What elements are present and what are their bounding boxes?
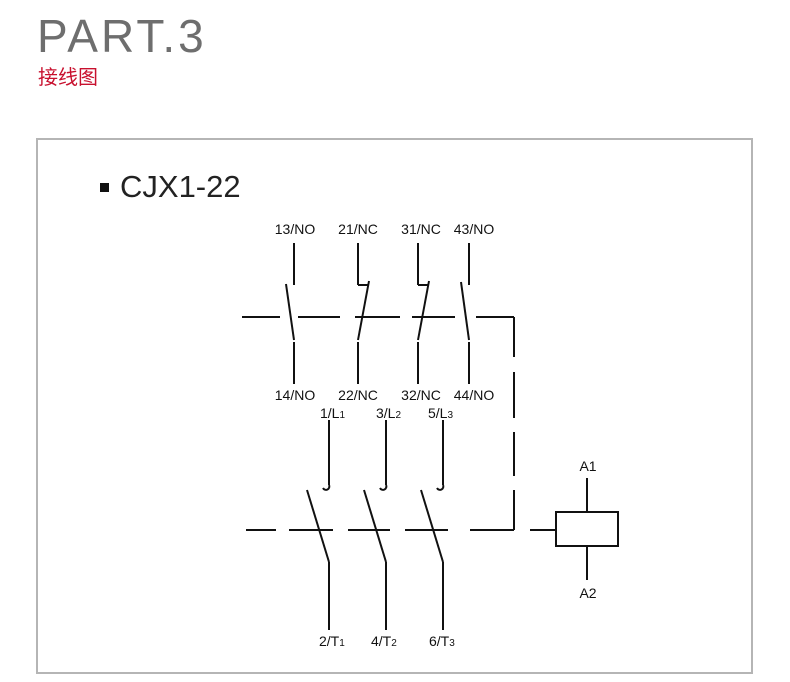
bullet-icon [100, 182, 109, 192]
aux-contact-21-22-nc [357, 243, 370, 384]
aux-label-21-nc: 21/NC [338, 221, 378, 237]
aux-top-labels: 13/NO 21/NC 31/NC 43/NO [275, 221, 495, 237]
main-top-labels: 1/L1 3/L2 5/L3 [320, 405, 453, 421]
aux-contact-13-14-no [285, 243, 295, 384]
coil-label-a1: A1 [579, 458, 596, 474]
main-contact-l1-t1 [306, 420, 331, 630]
main-label-2-t1: 2/T1 [319, 633, 345, 649]
aux-contact-31-32-nc [417, 243, 430, 384]
aux-contact-43-44-no [460, 243, 470, 384]
section-subtitle: 接线图 [38, 67, 98, 89]
aux-linkage-line [242, 316, 515, 530]
main-label-5-l3: 5/L3 [428, 405, 453, 421]
aux-label-44-no: 44/NO [454, 387, 495, 403]
coil-symbol [555, 478, 619, 580]
main-label-1-l1: 1/L1 [320, 405, 345, 421]
aux-label-31-nc: 31/NC [401, 221, 441, 237]
main-bottom-labels: 2/T1 4/T2 6/T3 [319, 633, 455, 649]
aux-label-14-no: 14/NO [275, 387, 316, 403]
diagram-panel [36, 138, 753, 674]
aux-label-32-nc: 32/NC [401, 387, 441, 403]
main-label-3-l2: 3/L2 [376, 405, 401, 421]
aux-bottom-labels: 14/NO 22/NC 32/NC 44/NO [275, 387, 495, 403]
main-contact-l2-t2 [363, 420, 388, 630]
aux-label-43-no: 43/NO [454, 221, 495, 237]
main-label-6-t3: 6/T3 [429, 633, 455, 649]
main-contact-l3-t3 [420, 420, 445, 630]
aux-label-22-nc: 22/NC [338, 387, 378, 403]
aux-label-13-no: 13/NO [275, 221, 316, 237]
model-name: CJX1-22 [120, 169, 241, 204]
main-label-4-t2: 4/T2 [371, 633, 397, 649]
coil-label-a2: A2 [579, 585, 596, 601]
model-heading: CJX1-22 [100, 168, 241, 206]
part-title: PART.3 [37, 10, 207, 62]
